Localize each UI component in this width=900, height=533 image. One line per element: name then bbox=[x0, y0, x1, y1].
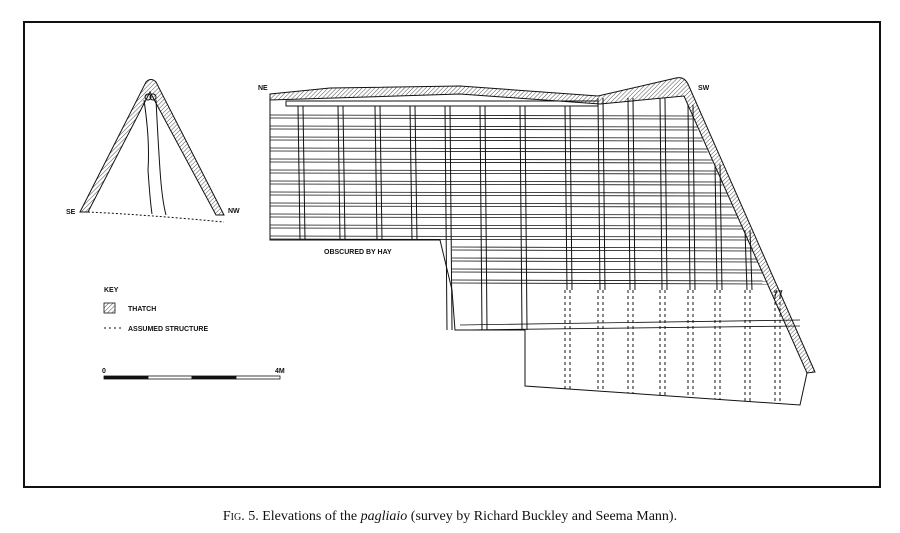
batten bbox=[269, 227, 743, 230]
post bbox=[484, 105, 488, 331]
batten bbox=[269, 117, 693, 120]
elevation-outline bbox=[269, 100, 808, 406]
batten bbox=[451, 271, 763, 274]
batten bbox=[451, 260, 758, 263]
batten bbox=[451, 249, 753, 252]
post bbox=[479, 105, 483, 331]
post bbox=[564, 105, 568, 291]
batten bbox=[451, 257, 758, 260]
post bbox=[519, 105, 523, 331]
key-assumed-label: ASSUMED STRUCTURE bbox=[128, 326, 208, 333]
scale-bar bbox=[103, 375, 281, 380]
scale-end: 4M bbox=[275, 368, 285, 375]
cross-beam bbox=[459, 319, 801, 326]
post bbox=[449, 105, 453, 331]
batten bbox=[269, 139, 703, 142]
batten bbox=[269, 238, 748, 241]
label-sw: SW bbox=[698, 85, 710, 92]
label-nw: NW bbox=[228, 208, 240, 215]
label-obscured-by-hay: OBSCURED BY HAY bbox=[324, 249, 392, 256]
batten bbox=[269, 216, 738, 219]
thatch-swatch bbox=[103, 302, 116, 314]
batten bbox=[269, 235, 748, 238]
caption-text: Elevations of the bbox=[258, 509, 361, 524]
cross-beam bbox=[459, 325, 801, 331]
batten bbox=[269, 224, 743, 227]
post bbox=[687, 104, 691, 291]
batten bbox=[269, 136, 703, 139]
post bbox=[714, 164, 718, 291]
key-thatch-label: THATCH bbox=[128, 306, 156, 313]
batten bbox=[269, 205, 733, 208]
batten bbox=[269, 161, 713, 164]
key-title: KEY bbox=[104, 287, 119, 294]
label-se: SE bbox=[66, 209, 76, 216]
batten bbox=[269, 158, 713, 161]
figure-caption: Fig. 5. Elevations of the pagliaio (surv… bbox=[0, 509, 900, 525]
post bbox=[779, 289, 783, 297]
batten bbox=[269, 194, 728, 197]
batten bbox=[269, 202, 733, 205]
thatch-ridge bbox=[269, 77, 816, 374]
batten bbox=[269, 114, 693, 117]
post bbox=[444, 105, 448, 331]
batten bbox=[269, 180, 723, 183]
batten bbox=[451, 268, 763, 271]
post bbox=[524, 105, 528, 331]
scale-start: 0 bbox=[102, 368, 106, 375]
batten bbox=[269, 125, 698, 128]
post bbox=[569, 105, 573, 291]
batten bbox=[269, 128, 698, 131]
cross-section bbox=[79, 79, 225, 223]
caption-italic: pagliaio bbox=[360, 509, 408, 524]
batten bbox=[269, 213, 738, 216]
batten bbox=[269, 150, 708, 153]
post bbox=[774, 289, 778, 297]
post bbox=[692, 104, 696, 291]
caption-text-end: (survey by Richard Buckley and Seema Man… bbox=[407, 509, 678, 524]
batten bbox=[451, 282, 768, 285]
batten bbox=[451, 246, 753, 249]
batten bbox=[451, 279, 768, 282]
batten bbox=[269, 172, 718, 175]
post bbox=[749, 230, 753, 291]
batten bbox=[269, 169, 718, 172]
batten bbox=[269, 147, 708, 150]
batten bbox=[269, 183, 723, 186]
figure-border bbox=[23, 21, 881, 488]
caption-fig-number: Fig. 5. bbox=[222, 509, 259, 524]
batten bbox=[269, 191, 728, 194]
label-ne: NE bbox=[258, 85, 268, 92]
post bbox=[719, 164, 723, 291]
